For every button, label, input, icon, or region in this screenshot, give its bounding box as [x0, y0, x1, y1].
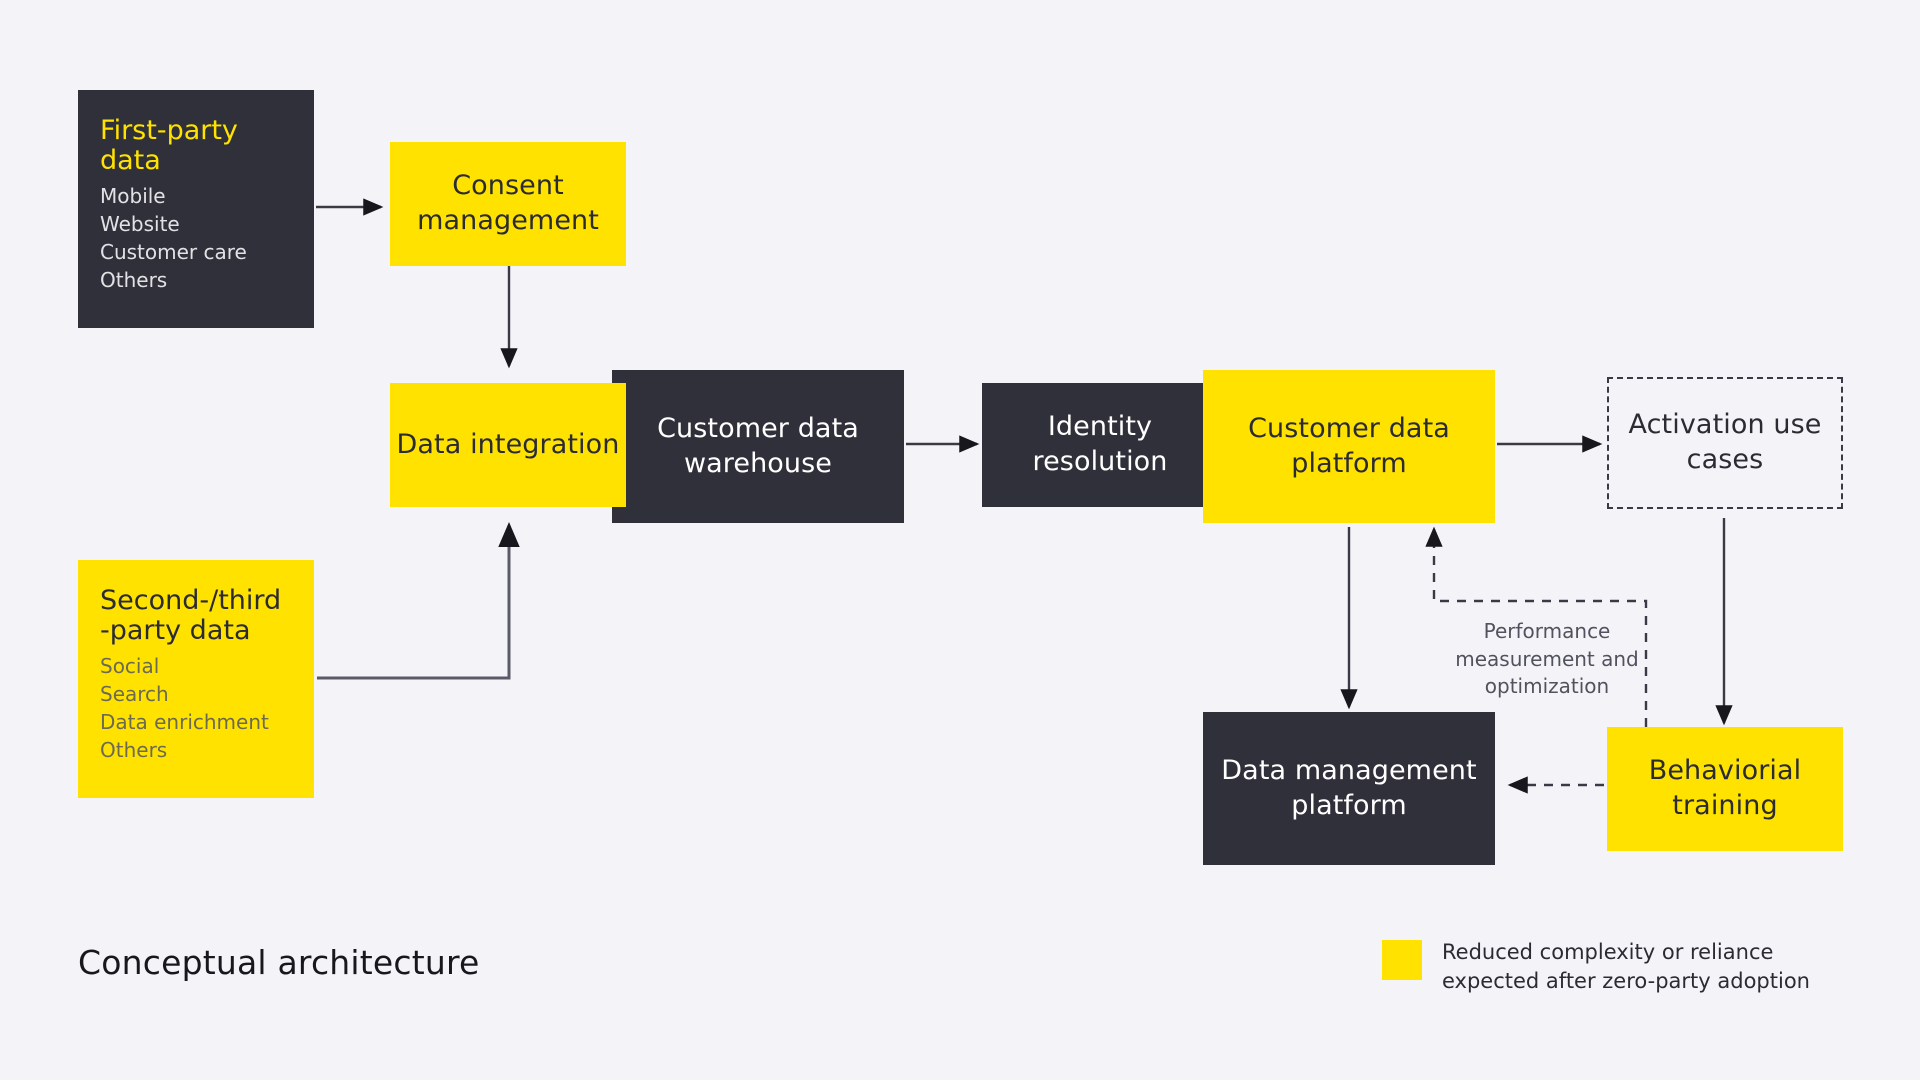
node-first-party-data[interactable]: First-party data Mobile Website Customer…	[78, 90, 314, 328]
node-behaviorial-training[interactable]: Behaviorial training	[1607, 727, 1843, 851]
node-activation-use-cases[interactable]: Activation use cases	[1607, 377, 1843, 509]
legend: Reduced complexity or reliance expected …	[1382, 938, 1872, 995]
second-third-party-heading-line1: Second-/third	[100, 585, 282, 616]
node-label: Activation use cases	[1628, 409, 1822, 475]
first-party-item-list: Mobile Website Customer care Others	[100, 183, 247, 294]
node-data-management-platform[interactable]: Data management platform	[1203, 712, 1495, 865]
node-customer-data-warehouse[interactable]: Customer data warehouse	[612, 370, 904, 523]
node-data-integration[interactable]: Data integration	[390, 383, 626, 507]
second-third-party-item-list: Social Search Data enrichment Others	[100, 653, 269, 764]
list-item: Data enrichment	[100, 710, 269, 735]
page-title: Conceptual architecture	[78, 943, 480, 982]
node-identity-resolution[interactable]: Identity resolution	[982, 383, 1218, 507]
node-label: Data integration	[396, 428, 620, 460]
list-item: Others	[100, 737, 168, 762]
node-label: Customer data warehouse	[657, 412, 859, 479]
list-item: Mobile	[100, 184, 166, 209]
list-item: Customer care	[100, 240, 247, 265]
node-label: Customer data platform	[1248, 412, 1450, 479]
legend-swatch-yellow	[1382, 940, 1422, 980]
list-item: Website	[100, 212, 180, 237]
node-customer-data-platform[interactable]: Customer data platform	[1203, 370, 1495, 523]
list-item: Others	[100, 267, 168, 292]
edge-secondthird-to-dataintegration	[317, 522, 520, 680]
node-label: Consent management	[417, 170, 599, 236]
first-party-heading: First-party data	[100, 115, 238, 177]
node-label: Behaviorial training	[1648, 755, 1802, 821]
second-third-party-heading-line2: -party data	[100, 615, 251, 647]
node-second-third-party-data[interactable]: Second-/third -party data Social Search …	[78, 560, 314, 798]
list-item: Search	[100, 682, 169, 707]
legend-label: Reduced complexity or reliance expected …	[1442, 940, 1810, 993]
second-third-party-heading: Second-/third -party data	[100, 585, 282, 647]
node-consent-management[interactable]: Consent management	[390, 142, 626, 266]
node-label: Identity resolution	[1032, 411, 1168, 477]
list-item: Social	[100, 654, 160, 679]
edge-label-performance-measurement: Performance measurement and optimization	[1455, 619, 1639, 699]
node-label: Data management platform	[1221, 754, 1477, 821]
